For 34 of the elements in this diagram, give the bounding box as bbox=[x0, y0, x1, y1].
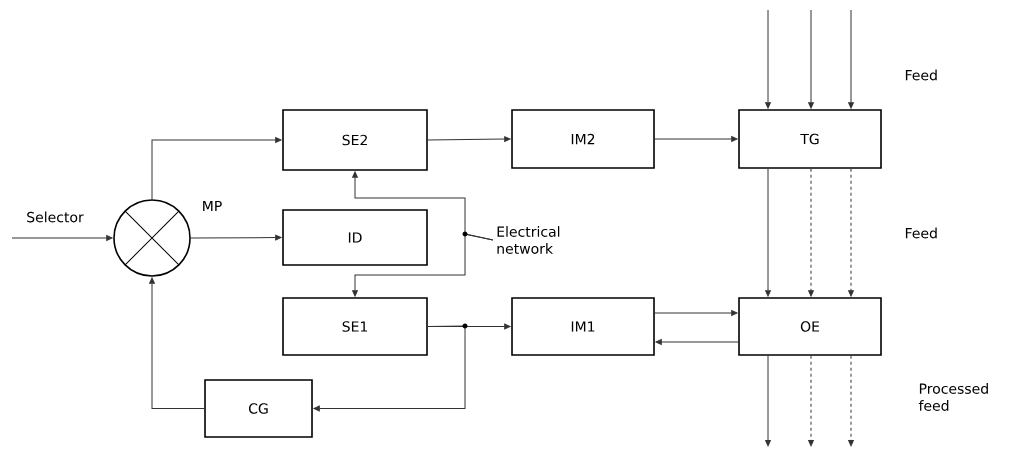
arrow bbox=[848, 168, 854, 297]
block-box: IM1 bbox=[511, 297, 655, 356]
arrow bbox=[848, 9, 854, 109]
flow-label: Processed feed bbox=[918, 383, 988, 411]
block-box: ID bbox=[282, 209, 428, 266]
arrow bbox=[654, 310, 738, 316]
block-box: SE2 bbox=[282, 109, 428, 171]
arrow bbox=[765, 355, 771, 447]
arrow bbox=[313, 325, 466, 412]
arrow bbox=[427, 136, 511, 142]
flow-label: Feed bbox=[905, 227, 937, 239]
arrow bbox=[190, 234, 282, 241]
arrow bbox=[654, 136, 738, 142]
arrow bbox=[352, 233, 494, 297]
arrow bbox=[848, 355, 854, 447]
block-box: OE bbox=[738, 297, 882, 356]
node-caption: MP bbox=[203, 200, 222, 212]
arrow bbox=[149, 277, 205, 409]
block-box: CG bbox=[204, 379, 313, 438]
arrow bbox=[151, 137, 282, 200]
block-box: IM2 bbox=[511, 109, 655, 169]
edge-label: Selector bbox=[25, 210, 85, 224]
block-box: SE1 bbox=[282, 297, 428, 356]
node-text: Electrical network bbox=[497, 226, 560, 254]
block-box: TG bbox=[738, 109, 882, 169]
arrow bbox=[765, 9, 771, 109]
arrow bbox=[808, 355, 814, 447]
multiplier-circle bbox=[113, 199, 191, 277]
flow-label: Feed bbox=[905, 69, 937, 81]
arrow bbox=[655, 339, 739, 345]
arrow bbox=[808, 168, 814, 297]
arrow bbox=[765, 168, 771, 297]
arrow bbox=[11, 235, 113, 241]
arrow bbox=[808, 9, 814, 109]
